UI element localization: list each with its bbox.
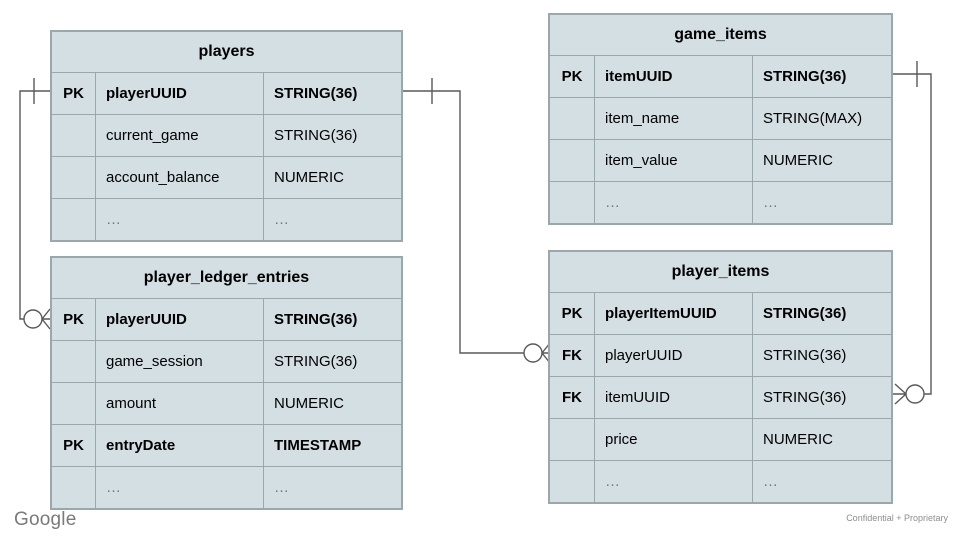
field-key-badge: PK (51, 72, 96, 115)
field-name: current_game (95, 114, 264, 157)
field-key-badge (51, 156, 96, 199)
field-name: entryDate (95, 424, 264, 467)
field-name: playerItemUUID (594, 292, 753, 335)
entity-title-row: game_items (549, 14, 892, 56)
field-key-badge: PK (549, 55, 595, 98)
field-type: … (752, 181, 892, 224)
field-key-badge (549, 181, 595, 224)
confidential-notice: Confidential + Proprietary (846, 513, 948, 523)
field-name: price (594, 418, 753, 461)
entity-title-row: players (51, 31, 402, 73)
field-type: STRING(36) (263, 340, 402, 383)
field-name: itemUUID (594, 376, 753, 419)
field-name: playerUUID (95, 298, 264, 341)
field-row[interactable]: …… (549, 460, 892, 503)
field-key-badge (51, 198, 96, 241)
field-key-badge (549, 418, 595, 461)
field-name: playerUUID (95, 72, 264, 115)
field-key-badge (51, 382, 96, 425)
field-name: amount (95, 382, 264, 425)
field-type: … (263, 466, 402, 509)
field-key-badge (51, 340, 96, 383)
connector-players-to-player-items (403, 78, 551, 364)
field-type: STRING(36) (263, 114, 402, 157)
entity-title: player_items (549, 251, 892, 293)
field-type: NUMERIC (752, 139, 892, 182)
field-type: NUMERIC (752, 418, 892, 461)
entity-title: players (51, 31, 402, 73)
field-name: … (594, 181, 753, 224)
field-key-badge: PK (549, 292, 595, 335)
field-type: STRING(36) (263, 72, 402, 115)
field-name: playerUUID (594, 334, 753, 377)
connector-players-to-ledger (19, 78, 51, 330)
field-row[interactable]: …… (51, 198, 402, 241)
field-type: STRING(MAX) (752, 97, 892, 140)
field-type: STRING(36) (752, 55, 892, 98)
entity-title: player_ledger_entries (51, 257, 402, 299)
field-key-badge (549, 460, 595, 503)
field-name: game_session (95, 340, 264, 383)
field-type: STRING(36) (263, 298, 402, 341)
field-key-badge (51, 466, 96, 509)
field-type: NUMERIC (263, 156, 402, 199)
field-type: STRING(36) (752, 334, 892, 377)
field-row[interactable]: …… (549, 181, 892, 224)
field-type: NUMERIC (263, 382, 402, 425)
field-key-badge (51, 114, 96, 157)
entity-title: game_items (549, 14, 892, 56)
field-type: STRING(36) (752, 292, 892, 335)
field-type: … (752, 460, 892, 503)
field-type: STRING(36) (752, 376, 892, 419)
field-name: account_balance (95, 156, 264, 199)
entity-title-row: player_ledger_entries (51, 257, 402, 299)
field-key-badge: FK (549, 376, 595, 419)
field-name: itemUUID (594, 55, 753, 98)
field-name: … (594, 460, 753, 503)
field-key-badge (549, 97, 595, 140)
field-key-badge: PK (51, 298, 96, 341)
field-name: … (95, 466, 264, 509)
entity-title-row: player_items (549, 251, 892, 293)
field-name: item_name (594, 97, 753, 140)
field-type: … (263, 198, 402, 241)
field-name: … (95, 198, 264, 241)
google-logo: Google (14, 509, 77, 530)
field-type: TIMESTAMP (263, 424, 402, 467)
field-key-badge: PK (51, 424, 96, 467)
field-name: item_value (594, 139, 753, 182)
field-key-badge (549, 139, 595, 182)
field-key-badge: FK (549, 334, 595, 377)
connector-game-items-to-player-items (893, 61, 932, 405)
field-row[interactable]: …… (51, 466, 402, 509)
